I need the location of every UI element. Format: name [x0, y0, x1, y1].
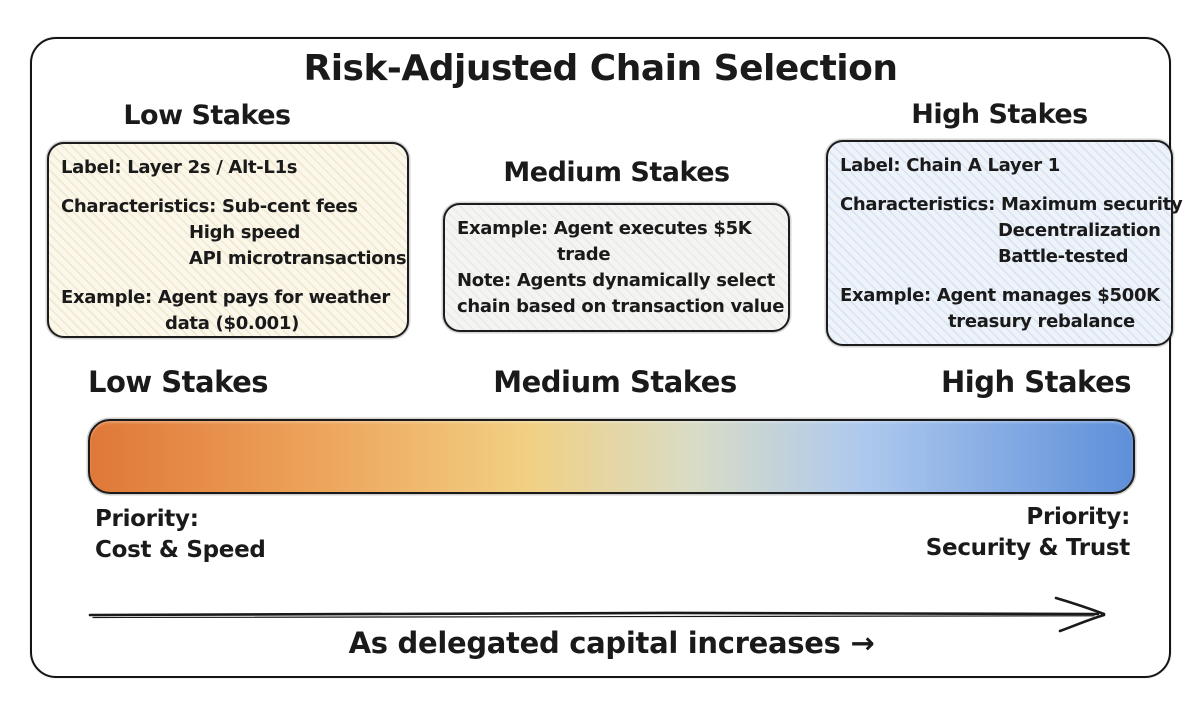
medium-note-continuation: chain based on transaction value: [457, 296, 785, 317]
card-header-high-stakes: High Stakes: [911, 99, 1088, 130]
card-high-stakes: Label: Chain A Layer 1 Characteristics: …: [826, 140, 1183, 346]
card-low-stakes: Label: Layer 2s / Alt-L1s Characteristic…: [47, 142, 409, 338]
medium-note-line: Note: Agents dynamically select: [457, 270, 776, 291]
high-characteristics-line: Characteristics: Maximum security: [840, 194, 1183, 215]
low-example-continuation: data ($0.001): [165, 313, 300, 334]
medium-example-continuation: trade: [557, 244, 611, 265]
priority-right-value: Security & Trust: [925, 535, 1131, 561]
card-header-medium-stakes: Medium Stakes: [503, 157, 730, 188]
low-characteristic-item: High speed: [189, 222, 301, 243]
spectrum-label-medium: Medium Stakes: [493, 365, 737, 399]
high-characteristic-item: Battle-tested: [998, 246, 1129, 267]
diagram-title: Risk-Adjusted Chain Selection: [303, 48, 898, 89]
priority-right: Priority: Security & Trust: [925, 502, 1131, 564]
diagram-frame: [30, 37, 1171, 678]
medium-example-line: Example: Agent executes $5K: [457, 218, 752, 239]
card-medium-stakes: Example: Agent executes $5K trade Note: …: [443, 203, 790, 332]
high-example-continuation: treasury rebalance: [948, 311, 1135, 332]
low-characteristics-line: Characteristics: Sub-cent fees: [61, 196, 358, 217]
priority-left-value: Cost & Speed: [95, 537, 266, 563]
high-characteristic-item: Decentralization: [998, 220, 1161, 241]
spectrum-label-low: Low Stakes: [88, 365, 269, 399]
priority-left-title: Priority:: [95, 506, 199, 532]
priority-left: Priority: Cost & Speed: [95, 504, 266, 566]
low-characteristic-item: API microtransactions: [189, 248, 407, 269]
arrow-caption: As delegated capital increases →: [348, 626, 875, 660]
high-example-line: Example: Agent manages $500K: [840, 285, 1160, 306]
card-header-low-stakes: Low Stakes: [123, 100, 291, 131]
high-label-line: Label: Chain A Layer 1: [840, 155, 1061, 176]
stakes-gradient-bar: [88, 419, 1135, 494]
capital-increase-arrow: [86, 595, 1142, 633]
low-example-line: Example: Agent pays for weather: [61, 287, 390, 308]
right-arrow-icon: [88, 596, 1106, 633]
spectrum-label-high: High Stakes: [941, 365, 1131, 399]
priority-right-title: Priority:: [1026, 504, 1130, 530]
low-label-line: Label: Layer 2s / Alt-L1s: [61, 157, 298, 178]
